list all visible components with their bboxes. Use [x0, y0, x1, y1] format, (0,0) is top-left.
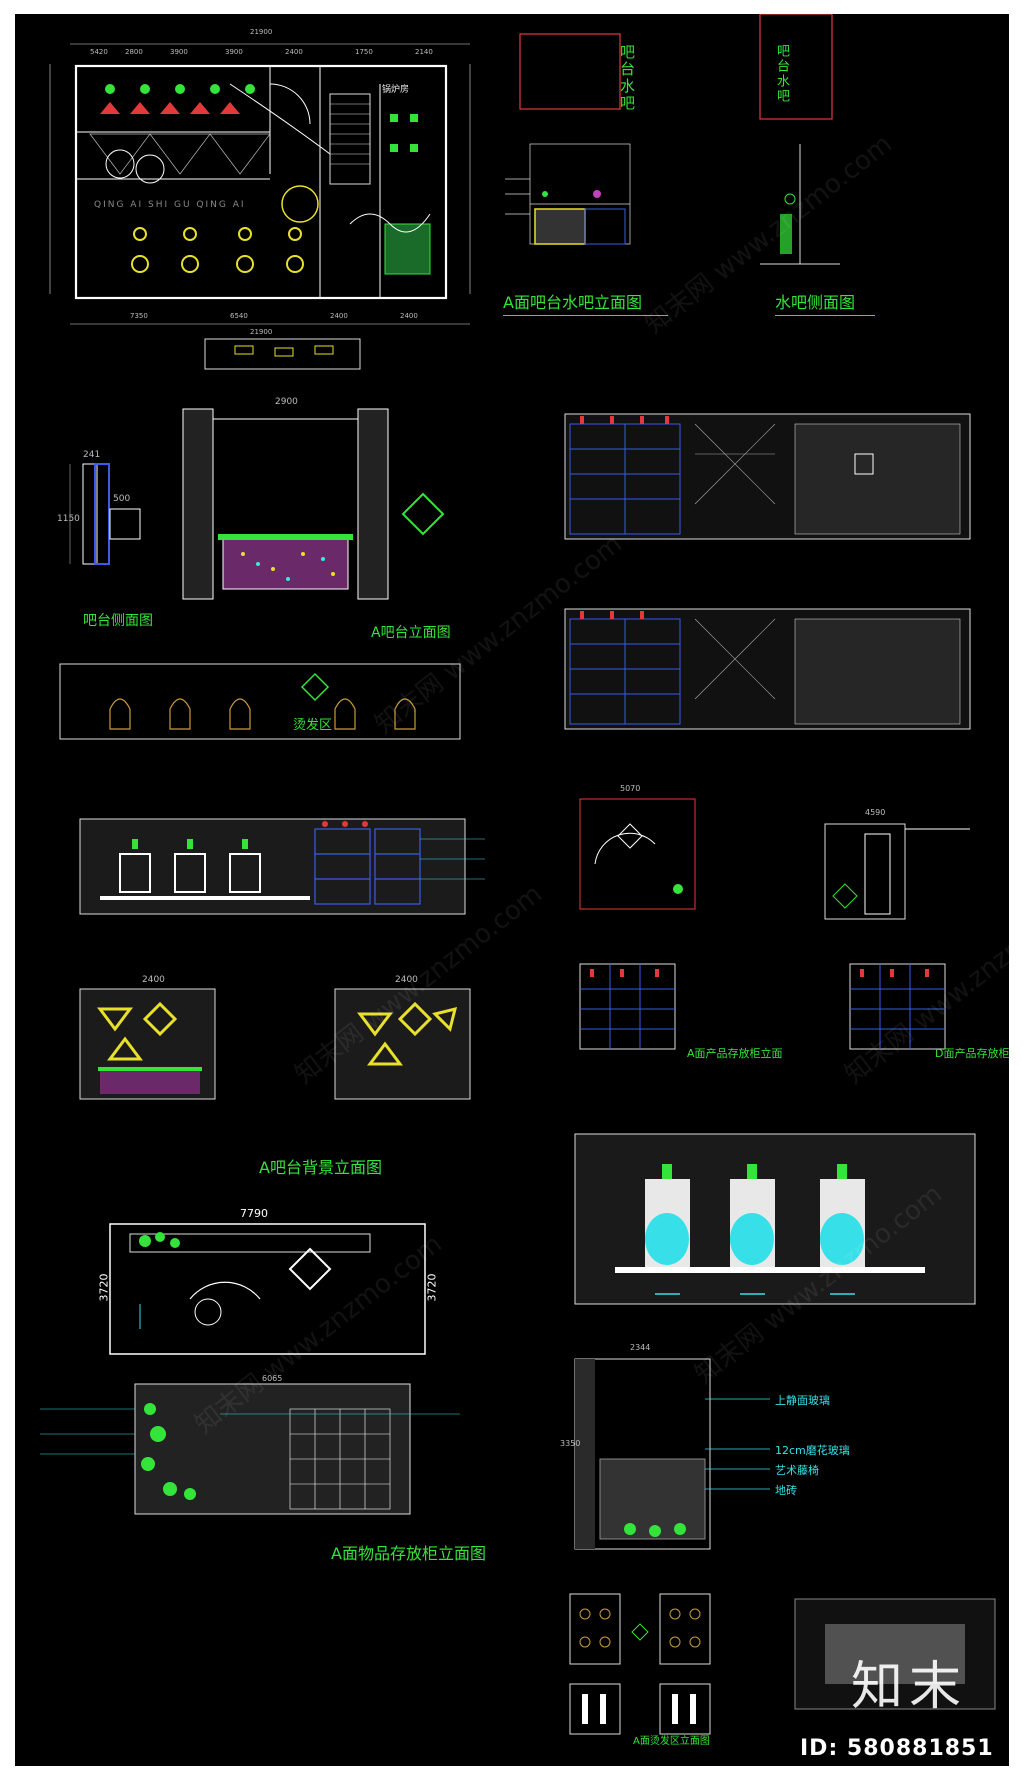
dim-7790: 7790 — [240, 1207, 268, 1220]
title-bar-side: 吧台侧面图 — [83, 613, 153, 629]
glass-partition-elevation: 2344 3350 — [560, 1339, 770, 1564]
bar-background-elevation: 2400 2400 — [60, 969, 480, 1129]
dim-5070: 5070 — [620, 784, 641, 793]
brand-panel — [785, 1579, 1005, 1719]
dim-2344: 2344 — [630, 1343, 651, 1352]
title-bar-elevation: A吧台立面图 — [371, 625, 451, 641]
plan-dim-bottom-4: 2400 — [400, 312, 418, 320]
title-perm-area: 烫发区 — [293, 718, 333, 733]
material-note-3: 艺术藤椅 — [775, 1464, 819, 1477]
bottle-shelf-elevation-1 — [550, 394, 990, 579]
plan-dim-top-1: 5420 — [90, 48, 108, 56]
dim-3350: 3350 — [560, 1439, 581, 1448]
title-water-bar-side: 水吧侧面图 — [775, 289, 875, 316]
dim-241: 241 — [83, 450, 101, 460]
storage-cabinet-a — [560, 954, 695, 1059]
dim-3720-left: 3720 — [97, 1273, 111, 1302]
plan-total-dim-top: 21900 — [250, 28, 273, 36]
top-strip-detail — [204, 334, 365, 374]
plan-dim-bottom-3: 2400 — [330, 312, 348, 320]
title-bar-water-elevation: A面吧台水吧立面图 — [503, 289, 668, 316]
plan-dim-bottom-2: 6540 — [230, 312, 248, 320]
bar-water-elevation: 吧台水吧 — [505, 33, 735, 314]
plan-dim-top-4: 3900 — [225, 48, 243, 56]
storage-plan-a: 5070 — [560, 784, 710, 924]
bar-side-view: 241 500 1150 — [55, 444, 165, 594]
water-bar-side-view: 吧台水吧 — [759, 14, 870, 294]
plan-dim-top-7: 2140 — [415, 48, 433, 56]
plan-dim-top-5: 2400 — [285, 48, 303, 56]
title-bar-background-elevation: A吧台背景立面图 — [259, 1158, 382, 1177]
dim-2900: 2900 — [275, 397, 298, 407]
storage-cabinet-d — [830, 954, 965, 1059]
area-elevation-detail — [560, 1584, 725, 1749]
title-storage-a: A面产品存放柜立面 — [687, 1047, 783, 1060]
floor-pattern-text: QING AI SHI GU QING AI — [94, 200, 246, 210]
dim-2400-a: 2400 — [142, 975, 165, 985]
floor-plan: 锅炉房 QING AI SHI GU QING AI 21900 5420 28… — [30, 24, 480, 364]
title-area-elevation: A面烫发区立面图 — [633, 1736, 710, 1747]
storage-plan-d: 4590 — [815, 804, 975, 934]
dim-3720-right: 3720 — [425, 1273, 439, 1302]
dim-2400-b: 2400 — [395, 975, 418, 985]
title-item-cabinet: A面物品存放柜立面图 — [331, 1544, 486, 1563]
dim-1150: 1150 — [57, 514, 80, 524]
dim-500: 500 — [113, 494, 131, 504]
material-note-1: 上静面玻璃 — [775, 1394, 830, 1407]
reception-plan: 7790 3720 3720 — [90, 1207, 439, 1359]
plan-total-dim-bottom: 21900 — [250, 328, 273, 336]
mirror-wall-elevation — [60, 784, 485, 944]
item-cabinet-elevation: 6065 — [40, 1374, 465, 1544]
dim-4590: 4590 — [865, 808, 886, 817]
plan-dim-bottom-1: 7350 — [130, 312, 148, 320]
title-storage-d: D面产品存放柜立 — [935, 1047, 1009, 1060]
material-note-4: 地砖 — [775, 1484, 797, 1497]
perm-area-elevation: 烫发区 — [59, 654, 465, 754]
bottle-shelf-elevation-2 — [550, 589, 990, 764]
dim-6065: 6065 — [262, 1374, 283, 1383]
brand-logo: 知末 — [850, 1657, 967, 1717]
material-note-2: 12cm磨花玻璃 — [775, 1444, 850, 1457]
bar-elevation: 2900 — [182, 394, 445, 624]
plan-dim-top-6: 1750 — [355, 48, 373, 56]
plan-dim-top-3: 3900 — [170, 48, 188, 56]
plan-dim-top-2: 2800 — [125, 48, 143, 56]
drawing-sheet: 锅炉房 QING AI SHI GU QING AI 21900 5420 28… — [15, 14, 1009, 1766]
water-bar-vertical-label: 吧台水吧 — [774, 44, 789, 104]
salon-chairs-elevation — [555, 1109, 995, 1324]
image-id-label: ID: 580881851 — [800, 1736, 994, 1761]
boiler-room-label: 锅炉房 — [382, 85, 410, 95]
bar-water-vertical-label: 吧台水吧 — [618, 44, 636, 112]
